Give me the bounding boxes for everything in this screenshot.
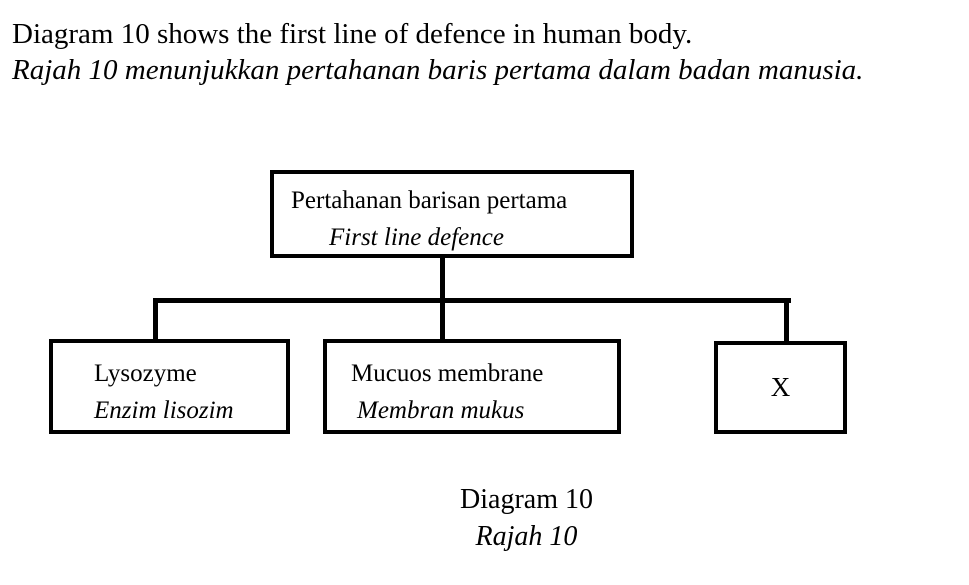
connector-root-stem: [440, 256, 445, 304]
intro-malay: Rajah 10 menunjukkan pertahanan baris pe…: [12, 54, 864, 86]
child-node-lysozyme: Lysozyme Enzim lisozim: [49, 339, 290, 434]
connector-crossbar: [153, 298, 791, 303]
diagram-caption-malay: Rajah 10: [475, 521, 578, 552]
root-node-malay-label: Pertahanan barisan pertama: [291, 187, 568, 214]
lysozyme-english-label: Lysozyme: [94, 360, 197, 387]
connector-to-mucous-membrane: [440, 298, 445, 341]
child-node-mucous-membrane: Mucuos membrane Membran mukus: [323, 339, 621, 434]
connector-to-lysozyme: [153, 298, 158, 341]
diagram-caption-english: Diagram 10: [460, 484, 593, 515]
root-node-first-line-defence: Pertahanan barisan pertama First line de…: [270, 170, 634, 258]
question-intro: Diagram 10 shows the first line of defen…: [12, 16, 863, 88]
intro-english: Diagram 10 shows the first line of defen…: [12, 18, 693, 50]
x-label: X: [770, 372, 791, 402]
root-node-english-label: First line defence: [329, 224, 504, 251]
child-node-x: X: [714, 341, 847, 434]
lysozyme-malay-label: Enzim lisozim: [94, 397, 234, 424]
mucous-membrane-malay-label: Membran mukus: [357, 397, 525, 424]
connector-to-x: [784, 298, 789, 343]
mucous-membrane-english-label: Mucuos membrane: [351, 360, 544, 387]
